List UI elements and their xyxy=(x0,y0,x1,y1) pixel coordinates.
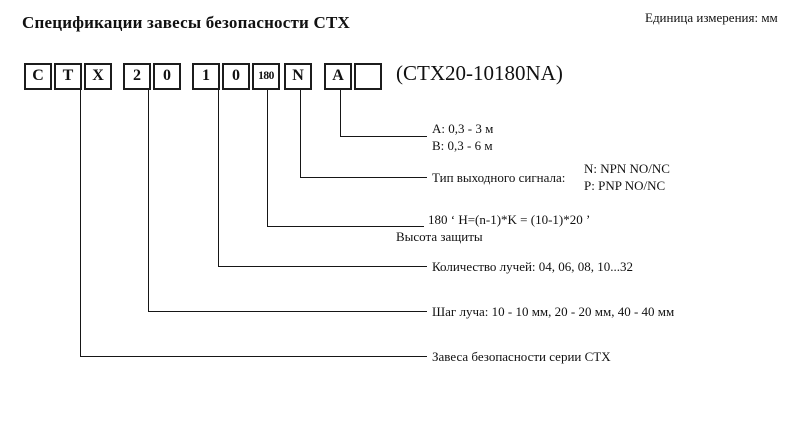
connector-line-signal xyxy=(300,90,301,177)
connector-line-beams xyxy=(218,90,219,266)
code-box-empty xyxy=(354,63,382,90)
connector-line-pitch-h xyxy=(148,311,427,312)
page-title: Спецификации завесы безопасности СТХ xyxy=(22,13,350,32)
legend-range-a: A: 0,3 - 3 м xyxy=(432,121,494,136)
code-box-series-2: Т xyxy=(54,63,82,90)
legend-beam-pitch: Шаг луча: 10 - 10 мм, 20 - 20 мм, 40 - 4… xyxy=(432,304,675,319)
legend-height-label: Высота защиты xyxy=(396,229,483,244)
connector-line-height xyxy=(267,90,268,226)
code-box-series-1: С xyxy=(24,63,52,90)
connector-line-signal-h xyxy=(300,177,427,178)
legend-range-b: B: 0,3 - 6 м xyxy=(432,138,493,153)
legend-signal-label: Тип выходного сигнала: xyxy=(432,170,566,185)
code-box-range: A xyxy=(324,63,352,90)
unit-note: Единица измерения: мм xyxy=(645,10,778,25)
legend-series: Завеса безопасности серии СТХ xyxy=(432,349,611,364)
legend-beam-count: Количество лучей: 04, 06, 08, 10...32 xyxy=(432,259,634,274)
code-box-beams-1: 1 xyxy=(192,63,220,90)
connector-line-range-h xyxy=(340,136,427,137)
code-box-series-3: Х xyxy=(84,63,112,90)
connector-line-pitch xyxy=(148,90,149,311)
connector-line-range xyxy=(340,90,341,136)
code-box-signal: N xyxy=(284,63,312,90)
connector-line-height-h xyxy=(267,226,424,227)
legend-signal-option-p: P: PNP NO/NC xyxy=(584,178,666,193)
full-code: (СТХ20-10180NA) xyxy=(396,61,563,85)
connector-line-series xyxy=(80,90,81,356)
connector-line-series-h xyxy=(80,356,427,357)
legend-signal-option-n: N: NPN NO/NC xyxy=(584,161,670,176)
legend-height-formula: 180 ‘ H=(n-1)*K = (10-1)*20 ’ xyxy=(428,212,591,227)
code-box-height: 180 xyxy=(252,63,280,90)
connector-line-beams-h xyxy=(218,266,427,267)
code-box-beams-2: 0 xyxy=(222,63,250,90)
code-box-pitch-2: 0 xyxy=(153,63,181,90)
code-box-pitch-1: 2 xyxy=(123,63,151,90)
